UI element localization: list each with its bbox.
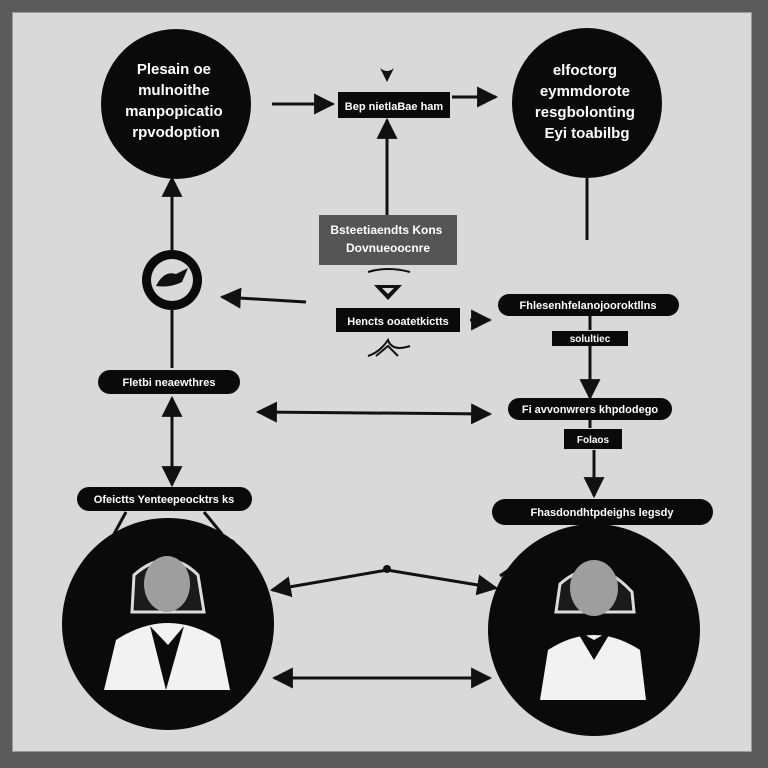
svg-text:Bep nietlaBae ham: Bep nietlaBae ham [345,101,444,113]
svg-text:elfoctorg eymmdorote: elfoctorg eymmdorote resgbolonting Eyi t… [535,62,639,142]
pill-node-right-2: Fi avvonwrers khpdodego [508,398,672,420]
connector-pill-to-avatar-left-a [112,511,128,535]
hand-icon [142,250,202,310]
svg-text:Fhasdondhtpdeighs legsdy: Fhasdondhtpdeighs legsdy [530,507,674,519]
connector-middle-left [219,287,307,309]
connector-horizontal-mid [255,401,493,425]
grass-icon [367,337,411,357]
circle-node-top-right: elfoctorg eymmdorote resgbolonting Eyi t… [512,28,662,178]
svg-text:Fi avvonwrers khpdodego: Fi avvonwrers khpdodego [522,404,659,416]
svg-text:Ofeictts Yenteepeocktrs ks: Ofeictts Yenteepeocktrs ks [94,494,234,506]
pill-node-right-small: solultiec [552,331,628,346]
heart-icon [380,68,394,82]
connectors [112,86,605,689]
junction-dot [383,565,391,573]
pill-node-left-bottom: Ofeictts Yenteepeocktrs ks [77,487,252,511]
svg-text:Hencts ooatetkictts: Hencts ooatetkictts [347,316,448,328]
svg-text:Bsteetiaendts Kons Dovnu: Bsteetiaendts Kons Dovnueoocnre [330,223,445,255]
box-node-top-center: Bep nietlaBae ham [338,92,450,118]
svg-text:Fletbi neaewthres: Fletbi neaewthres [123,377,216,389]
chevron-down-icon [367,268,411,300]
svg-text:solultiec: solultiec [570,334,611,345]
box-node-gray-center: Bsteetiaendts Kons Dovnueoocnre [319,215,457,265]
pill-node-left-mid: Fletbi neaewthres [98,370,240,394]
circle-node-top-left: Plesain oe mulnoithe manpopicatio rpvodo… [101,29,251,179]
person-avatar-right [488,524,700,736]
pill-node-right-1: Fhlesenhfelanojooroktllns [498,294,679,316]
diagram-panel: Plesain oe mulnoithe manpopicatio rpvodo… [12,12,752,752]
svg-text:Folaos: Folaos [577,435,610,446]
svg-text:Plesain oe mulnoithe: Plesain oe mulnoithe manpopicatio rpvodo… [125,61,227,141]
person-avatar-left [62,518,274,730]
connector-avatars-top [269,568,499,598]
flow-diagram: Plesain oe mulnoithe manpopicatio rpvodo… [62,28,713,736]
pill-node-right-small-2: Folaos [564,429,622,449]
connector-pill-to-avatar-left-b [202,511,224,535]
svg-text:Fhlesenhfelanojooroktllns: Fhlesenhfelanojooroktllns [520,300,657,312]
pill-node-right-bottom: Fhasdondhtpdeighs legsdy [492,499,713,525]
box-node-middle-center: Hencts ooatetkictts [336,308,460,332]
